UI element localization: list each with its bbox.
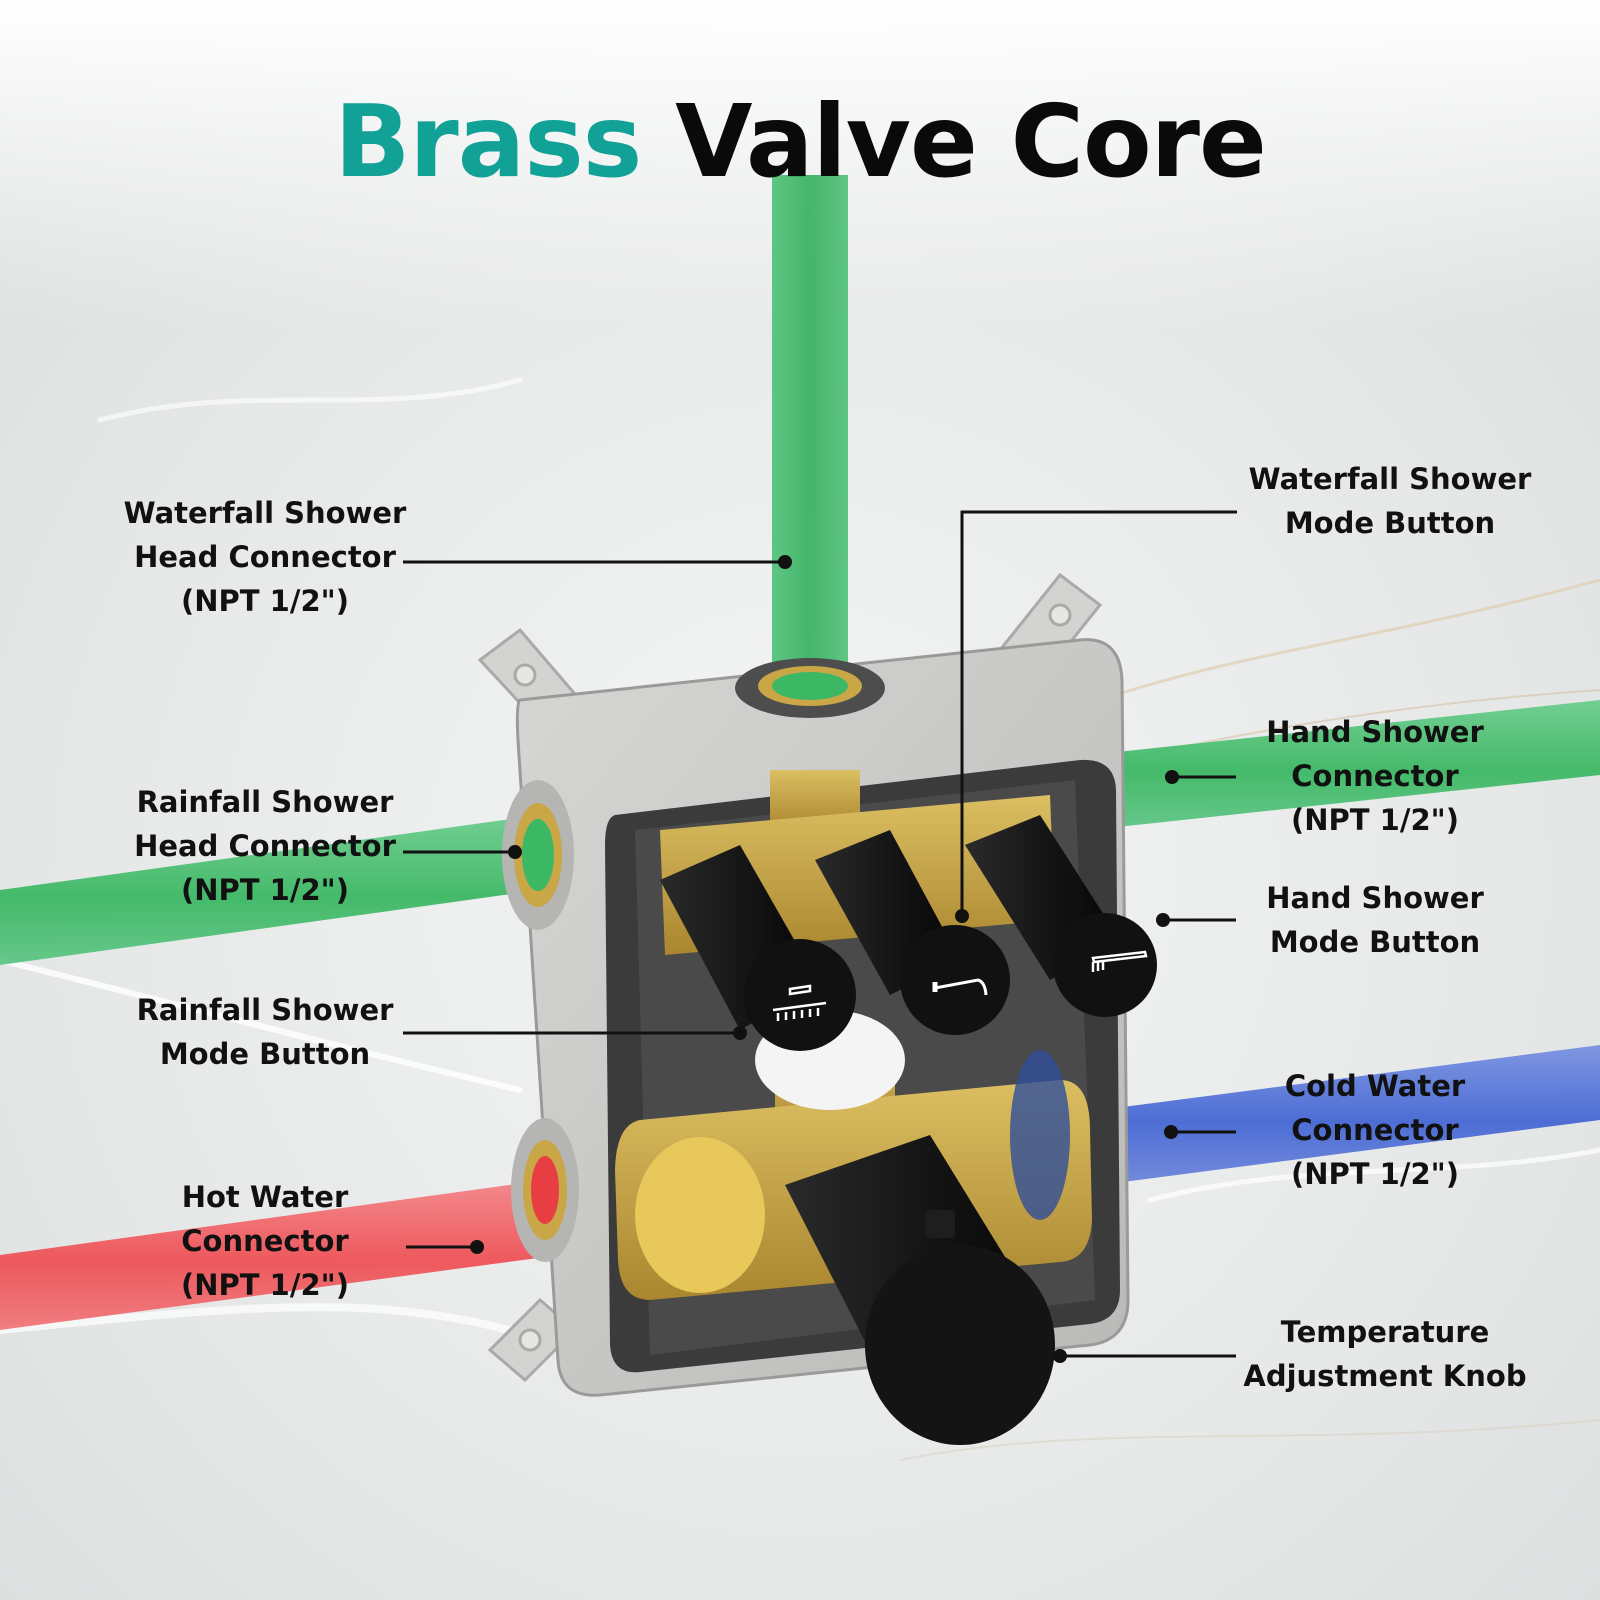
hand-shower-icon	[1091, 950, 1148, 972]
cold-water-pipe	[1100, 1045, 1600, 1185]
label-rainfall-head-connector: Rainfall Shower Head Connector (NPT 1/2"…	[134, 785, 396, 907]
temperature-knob[interactable]	[785, 1135, 1055, 1445]
waterfall-spout-icon	[932, 978, 988, 996]
label-hand-shower-mode-button: Hand Shower Mode Button	[1266, 881, 1484, 959]
title-accent: Brass	[334, 83, 642, 200]
page-title: Brass Valve Core	[0, 92, 1600, 192]
rainfall-shower-icon	[772, 984, 827, 1021]
hot-water-pipe	[0, 1178, 560, 1330]
hand-shower-pipe	[1090, 700, 1600, 830]
waterfall-pipe	[772, 175, 848, 695]
marble-veins	[0, 377, 1600, 1461]
button-rainfall-face[interactable]	[744, 939, 856, 1051]
label-rainfall-mode-button: Rainfall Shower Mode Button	[136, 993, 394, 1071]
label-waterfall-head-connector: Waterfall Shower Head Connector (NPT 1/2…	[123, 496, 407, 618]
button-hand-shower-face[interactable]	[1053, 913, 1157, 1017]
label-temperature-knob: Temperature Adjustment Knob	[1243, 1315, 1527, 1393]
callout-leaders	[403, 510, 1237, 1363]
label-hot-water-connector: Hot Water Connector (NPT 1/2")	[181, 1180, 349, 1302]
label-hand-shower-connector: Hand Shower Connector (NPT 1/2")	[1266, 715, 1484, 837]
label-cold-water-connector: Cold Water Connector (NPT 1/2")	[1284, 1069, 1466, 1191]
button-waterfall-face[interactable]	[900, 925, 1010, 1035]
title-main: Valve Core	[675, 83, 1267, 200]
label-waterfall-mode-button: Waterfall Shower Mode Button	[1248, 462, 1532, 540]
